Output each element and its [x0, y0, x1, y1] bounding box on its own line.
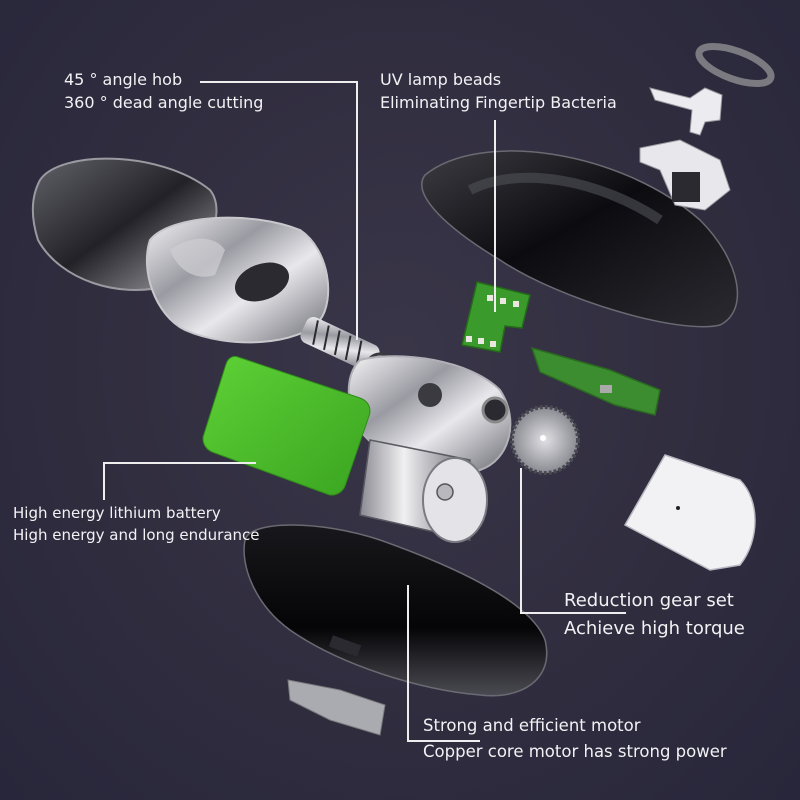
clip-part [287, 679, 386, 736]
callout-gear: Reduction gear set Achieve high torque [564, 587, 745, 643]
leader-lines [103, 81, 626, 742]
uv-led-board [461, 281, 531, 353]
top-shell [421, 150, 739, 328]
callout-uv-title: UV lamp beads [380, 70, 502, 89]
leader-line-gear [520, 468, 626, 614]
leader-line-motor [407, 585, 480, 742]
button-frame [639, 139, 731, 211]
end-cap [623, 454, 756, 571]
callout-gear-desc: Achieve high torque [564, 617, 745, 639]
callout-uv: UV lamp beads Eliminating Fingertip Bact… [380, 68, 617, 114]
callout-battery-title: High energy lithium battery [13, 504, 221, 522]
callout-battery: High energy lithium battery High energy … [13, 503, 260, 547]
bottom-shell [243, 524, 548, 697]
callout-hob-desc: 360 ° dead angle cutting [64, 93, 264, 113]
callout-motor-title: Strong and efficient motor [423, 716, 641, 735]
leader-line-battery [103, 462, 256, 500]
callout-battery-desc: High energy and long endurance [13, 525, 260, 544]
callout-uv-desc: Eliminating Fingertip Bacteria [380, 93, 617, 113]
switch-bracket [649, 87, 723, 136]
callout-gear-title: Reduction gear set [564, 590, 734, 611]
leader-line-hob [200, 81, 358, 340]
lithium-battery [202, 355, 371, 496]
lens-ring [695, 43, 775, 87]
side-pcb [530, 346, 661, 416]
cutter-head [145, 216, 330, 344]
reduction-gear [510, 405, 580, 475]
callout-hob: 45 ° angle hob 360 ° dead angle cutting [64, 68, 263, 114]
callout-motor: Strong and efficient motor Copper core m… [423, 713, 727, 766]
callout-motor-desc: Copper core motor has strong power [423, 742, 727, 762]
callout-hob-title: 45 ° angle hob [64, 70, 183, 89]
motor [359, 439, 488, 543]
